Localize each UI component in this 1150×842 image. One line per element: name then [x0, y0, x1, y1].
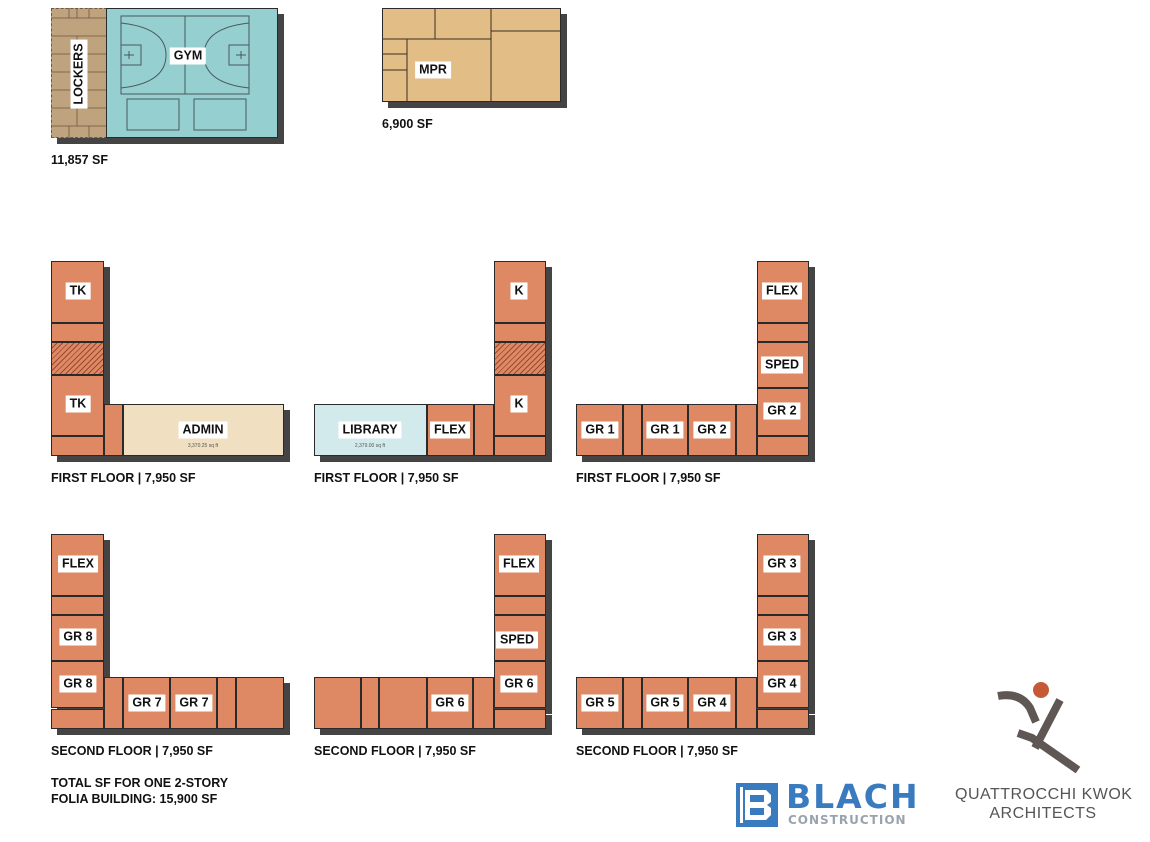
basketball-court-drawing [120, 15, 250, 131]
room-block [757, 323, 809, 342]
mpr-area-caption: 6,900 SF [382, 117, 433, 131]
room-block [623, 404, 642, 456]
plan-caption: SECOND FLOOR | 7,950 SF [576, 744, 738, 758]
room-block [494, 709, 546, 729]
room-label: GR 1 [581, 421, 619, 439]
room-area-note: 2,379.00 sq ft [354, 443, 386, 449]
plan-caption: SECOND FLOOR | 7,950 SF [51, 744, 213, 758]
room-label: GR 5 [646, 694, 684, 712]
room-block [623, 677, 642, 729]
room-block [104, 404, 123, 456]
room-label: TK [65, 395, 91, 413]
room-label: GR 7 [128, 694, 166, 712]
room-label: GR 4 [763, 675, 801, 693]
total-line-1: TOTAL SF FOR ONE 2-STORY [51, 776, 229, 790]
lockers-label: LOCKERS [70, 39, 88, 109]
mpr-walls [382, 8, 561, 102]
room-block [51, 436, 104, 456]
plan-caption: FIRST FLOOR | 7,950 SF [314, 471, 459, 485]
room-label: GR 8 [59, 675, 97, 693]
room-block [494, 323, 546, 342]
room-label: GR 4 [693, 694, 731, 712]
room-label: GR 3 [763, 628, 801, 646]
blach-wordmark: BLACH [786, 777, 920, 816]
room-label: LIBRARY [338, 421, 402, 439]
room-block [736, 404, 757, 456]
gym-area-caption: 11,857 SF [51, 153, 108, 167]
blach-mark-icon [736, 783, 778, 827]
room-block [473, 677, 494, 729]
room-label: GR 1 [646, 421, 684, 439]
qk-subtitle: ARCHITECTS [989, 805, 1097, 822]
room-label: FLEX [762, 282, 802, 300]
room-label: GR 2 [693, 421, 731, 439]
room-label: ADMIN [178, 421, 228, 439]
room-label: GR 5 [581, 694, 619, 712]
blach-logo: BLACH CONSTRUCTION [736, 777, 936, 827]
room-label: GR 6 [431, 694, 469, 712]
stair-hatch [494, 342, 546, 375]
room-block [494, 436, 546, 456]
room-label: FLEX [58, 555, 98, 573]
lockers-room: LOCKERS [51, 8, 107, 138]
room-block [51, 323, 104, 342]
room-block [757, 596, 809, 615]
room-label: K [510, 395, 528, 413]
room-label: GR 8 [59, 628, 97, 646]
room-block [217, 677, 236, 729]
room-area-note: 3,370.25 sq ft [187, 443, 219, 449]
room-block [236, 677, 284, 729]
stair-hatch [51, 342, 104, 375]
room-label: TK [65, 282, 91, 300]
room-block [757, 436, 809, 456]
room-block [51, 709, 104, 729]
plan-caption: FIRST FLOOR | 7,950 SF [51, 471, 196, 485]
plan-caption: FIRST FLOOR | 7,950 SF [576, 471, 721, 485]
room-label: GR 2 [763, 402, 801, 420]
mpr-label: MPR [415, 61, 451, 79]
room-label: FLEX [430, 421, 470, 439]
room-block [494, 596, 546, 615]
room-label: SPED [760, 356, 804, 374]
room-label: GR 7 [175, 694, 213, 712]
plan-caption: SECOND FLOOR | 7,950 SF [314, 744, 476, 758]
total-line-2: FOLIA BUILDING: 15,900 SF [51, 792, 218, 806]
room-block [104, 677, 123, 729]
gym-room: GYM [106, 8, 278, 138]
room-label: K [510, 282, 528, 300]
room-label: GR 6 [500, 675, 538, 693]
qk-figure-icon [997, 682, 1081, 773]
room-block [51, 596, 104, 615]
room-block [736, 677, 757, 729]
room-block [474, 404, 494, 456]
mpr-room: MPR [382, 8, 561, 102]
room-block [361, 677, 379, 729]
gym-label: GYM [169, 47, 207, 65]
qk-name: QUATTROCCHI KWOK [955, 786, 1133, 803]
room-block [757, 709, 809, 729]
room-label: GR 3 [763, 555, 801, 573]
room-block [379, 677, 427, 729]
room-label: SPED [495, 631, 539, 649]
blach-subtitle: CONSTRUCTION [788, 813, 907, 827]
room-block [314, 677, 361, 729]
room-label: FLEX [499, 555, 539, 573]
